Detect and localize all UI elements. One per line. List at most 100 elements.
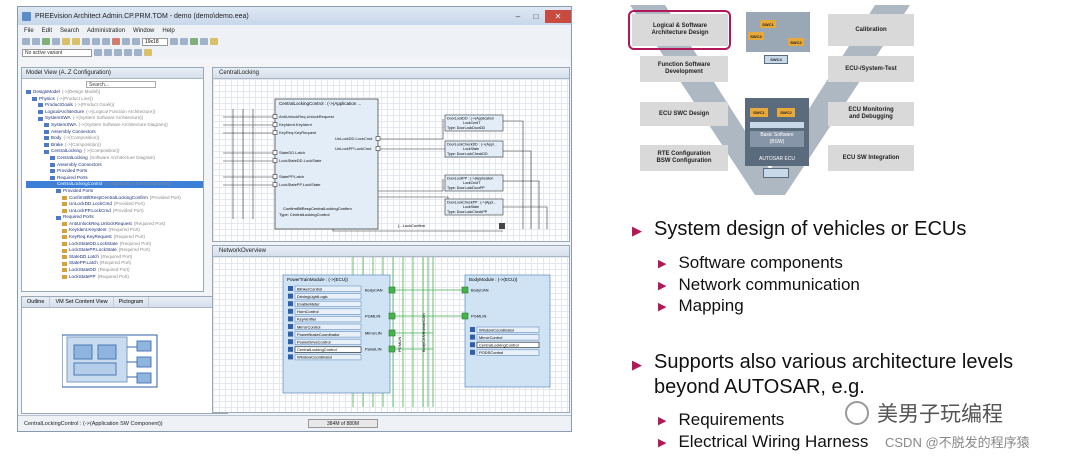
tree-node[interactable]: SystemSWA(->(System Software Architectur… bbox=[26, 122, 203, 129]
port-connector[interactable] bbox=[272, 158, 278, 163]
tree-node[interactable]: CentralLockingControl(->(Application SW … bbox=[26, 181, 203, 188]
menu-search[interactable]: Search bbox=[60, 27, 80, 34]
cut-icon[interactable] bbox=[82, 38, 90, 45]
component-block[interactable] bbox=[444, 114, 504, 132]
tree-node[interactable]: LogicalArchitecture(->(Logical Function … bbox=[26, 109, 203, 116]
bus-connector[interactable] bbox=[388, 329, 396, 337]
run-icon[interactable] bbox=[190, 38, 198, 45]
menu-window[interactable]: Window bbox=[133, 27, 155, 34]
tab-vm-set-content-view[interactable]: VM Set Content View bbox=[50, 297, 114, 307]
port-connector[interactable] bbox=[499, 223, 505, 229]
bold-icon[interactable] bbox=[94, 49, 102, 56]
open-icon[interactable] bbox=[32, 38, 40, 45]
menu-administration[interactable]: Administration bbox=[87, 27, 126, 34]
font-color-icon[interactable] bbox=[114, 49, 122, 56]
software-architecture-diagram[interactable]: CentralLockingControl : (->(Application … bbox=[213, 79, 570, 242]
print-icon[interactable] bbox=[52, 38, 60, 45]
redo-icon[interactable] bbox=[72, 38, 80, 45]
tree-node[interactable]: StateDD.Latch(Required Port) bbox=[26, 254, 203, 261]
minimize-button[interactable]: – bbox=[515, 11, 521, 21]
zoom-combo[interactable]: 19x18 bbox=[142, 37, 168, 46]
component-block[interactable] bbox=[444, 174, 504, 192]
highlight-icon[interactable] bbox=[144, 49, 152, 56]
mapped-component[interactable] bbox=[294, 316, 362, 323]
zoom-in-icon[interactable] bbox=[122, 38, 130, 45]
copy-icon[interactable] bbox=[92, 38, 100, 45]
bus-connector[interactable] bbox=[388, 345, 396, 353]
tree-node[interactable]: Provided Ports bbox=[26, 188, 203, 195]
mapped-component[interactable] bbox=[476, 334, 540, 341]
tree-node[interactable]: KeyReq.KeyRequest(Required Port) bbox=[26, 234, 203, 241]
menu-file[interactable]: File bbox=[24, 27, 34, 34]
bus-connector[interactable] bbox=[388, 312, 396, 320]
mapped-component[interactable] bbox=[294, 300, 362, 308]
outline-thumbnail[interactable] bbox=[62, 327, 182, 397]
tree-node[interactable]: UnLockDD.LockCmd(Provided Port) bbox=[26, 201, 203, 208]
mapped-component[interactable] bbox=[476, 349, 540, 356]
bus-connector[interactable] bbox=[461, 286, 469, 294]
component-block[interactable] bbox=[444, 140, 504, 158]
model-view-tab[interactable]: Model View (A..Z Configuration) bbox=[22, 68, 203, 79]
bus-connector[interactable] bbox=[461, 312, 469, 320]
tab-outline[interactable]: Outline bbox=[22, 297, 51, 307]
tree-node[interactable]: ConfirmBltRespCentralLockingConfirm(Prov… bbox=[26, 195, 203, 202]
delete-icon[interactable] bbox=[112, 38, 120, 45]
tree-node[interactable]: DesignModel(->(Design Model)) bbox=[26, 89, 203, 96]
undo-icon[interactable] bbox=[62, 38, 70, 45]
tree-node[interactable]: Body(->(Composition)) bbox=[26, 135, 203, 142]
fill-color-icon[interactable] bbox=[124, 49, 132, 56]
menu-edit[interactable]: Edit bbox=[41, 27, 53, 34]
port-connector[interactable] bbox=[272, 130, 278, 135]
port-connector[interactable] bbox=[272, 174, 278, 179]
tree-node[interactable]: CentralLocking(->(Composition)) bbox=[26, 148, 203, 155]
port-connector[interactable] bbox=[375, 146, 381, 151]
component-block[interactable] bbox=[444, 198, 504, 216]
tree-node[interactable]: Provided Ports bbox=[26, 168, 203, 175]
menu-help[interactable]: Help bbox=[162, 27, 175, 34]
mapped-component[interactable] bbox=[294, 338, 362, 345]
tree-node[interactable]: KeyIdent.KeyIdent(Required Port) bbox=[26, 227, 203, 234]
port-connector[interactable] bbox=[375, 136, 381, 141]
tree-node[interactable]: LockStateDD.LockState(Required Port) bbox=[26, 241, 203, 248]
memory-indicator[interactable]: 384M of 880M bbox=[308, 419, 378, 428]
tree-node[interactable]: ProductGoals(->(Product Goals)) bbox=[26, 102, 203, 109]
new-icon[interactable] bbox=[22, 38, 30, 45]
variant-combo[interactable]: No active variant bbox=[22, 48, 92, 57]
paste-icon[interactable] bbox=[102, 38, 110, 45]
filter-icon[interactable] bbox=[200, 38, 208, 45]
save-icon[interactable] bbox=[42, 38, 50, 45]
mapped-component[interactable] bbox=[294, 308, 362, 315]
report-icon[interactable] bbox=[210, 38, 218, 45]
mapped-component[interactable] bbox=[294, 346, 362, 353]
mapped-component[interactable] bbox=[294, 285, 362, 292]
mapped-component[interactable] bbox=[294, 293, 362, 300]
tree-node[interactable]: Required Ports bbox=[26, 214, 203, 221]
tree-node[interactable]: LockStatePP(Required Port) bbox=[26, 274, 203, 281]
tree-node[interactable]: Physics(->(Product Line)) bbox=[26, 96, 203, 103]
tree-node[interactable]: CentralLocking(Software Architecture Dia… bbox=[26, 155, 203, 162]
mapped-component[interactable] bbox=[476, 341, 540, 348]
close-button[interactable]: ✕ bbox=[545, 9, 571, 23]
port-connector[interactable] bbox=[272, 114, 278, 119]
port-connector[interactable] bbox=[272, 122, 278, 127]
bus-connector[interactable] bbox=[388, 286, 396, 294]
port-connector[interactable] bbox=[272, 182, 278, 187]
tree-node[interactable]: SystemSWA(->(System Software Architectur… bbox=[26, 115, 203, 122]
tree-node[interactable]: Assembly Connectors bbox=[26, 129, 203, 136]
model-search-input[interactable]: Search... bbox=[86, 80, 156, 88]
network-diagram[interactable]: PGMLIN BodyCANHumanCAN PowerTrainModule … bbox=[213, 257, 570, 413]
mapped-component[interactable] bbox=[294, 323, 362, 330]
tree-node[interactable]: LockStatePP.LockState(Required Port) bbox=[26, 247, 203, 254]
tree-node[interactable]: LockStateDD(Required Port) bbox=[26, 267, 203, 274]
mapped-component[interactable] bbox=[294, 331, 362, 338]
maximize-button[interactable]: □ bbox=[533, 11, 539, 21]
line-color-icon[interactable] bbox=[134, 49, 142, 56]
layout-icon[interactable] bbox=[180, 38, 188, 45]
port-connector[interactable] bbox=[272, 150, 278, 155]
mapped-component[interactable] bbox=[294, 354, 362, 361]
tree-node[interactable]: Required Ports bbox=[26, 175, 203, 182]
tab-central-locking[interactable]: CentralLocking bbox=[213, 68, 569, 79]
align-icon[interactable] bbox=[170, 38, 178, 45]
tab-pictogram[interactable]: Pictogram bbox=[114, 297, 150, 307]
italic-icon[interactable] bbox=[104, 49, 112, 56]
